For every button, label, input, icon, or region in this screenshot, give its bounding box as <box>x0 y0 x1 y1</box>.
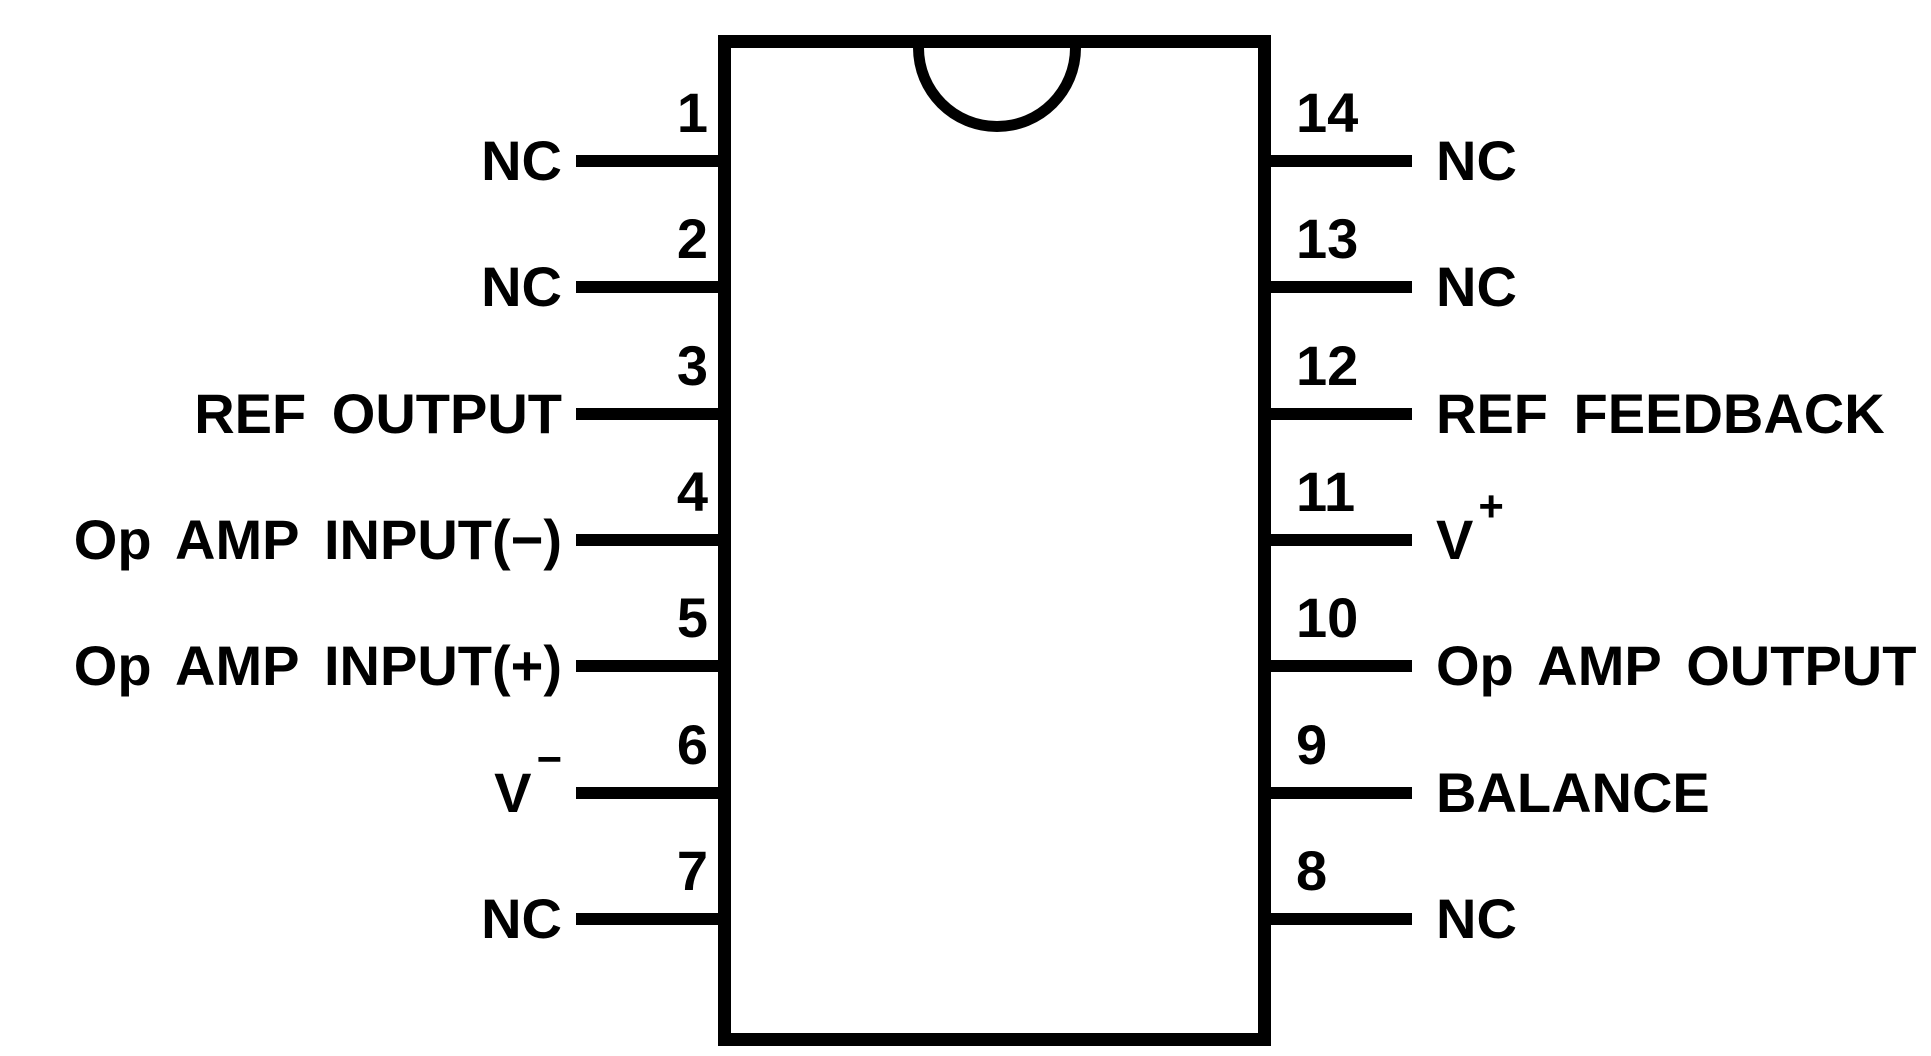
pin-label: Op AMP INPUT(+) <box>0 632 562 700</box>
pin-line <box>1262 913 1412 925</box>
pin-number: 11 <box>1296 460 1356 523</box>
ic-package-body <box>718 35 1271 1046</box>
pin-label-text: V <box>494 761 532 824</box>
pin-label-text: NC <box>481 887 562 950</box>
pin-label-superscript: + <box>1478 482 1504 531</box>
pin-line <box>576 408 724 420</box>
pin-label-superscript: − <box>536 735 562 784</box>
pin-label: NC <box>1436 253 1931 321</box>
pin-number: 5 <box>676 586 708 649</box>
pin-label: NC <box>0 127 562 195</box>
pin-number: 1 <box>676 81 708 144</box>
pin-label-text: Op AMP OUTPUT <box>1436 634 1917 697</box>
pin-label-text: NC <box>481 255 562 318</box>
pin-number: 3 <box>676 334 708 397</box>
pin-number: 6 <box>676 713 708 776</box>
pin-label-text: Op AMP INPUT(−) <box>73 508 562 571</box>
pin-label: NC <box>1436 127 1931 195</box>
pin-label-text: NC <box>1436 255 1517 318</box>
pin-number: 10 <box>1296 586 1359 649</box>
pin-label: V− <box>0 738 562 827</box>
pin-number: 7 <box>676 839 708 902</box>
pin-number: 8 <box>1296 839 1328 902</box>
pin-label-text: NC <box>1436 129 1517 192</box>
pin-label: NC <box>0 885 562 953</box>
pin-label-text: NC <box>1436 887 1517 950</box>
pin-label: REF OUTPUT <box>0 380 562 448</box>
pin-label: NC <box>0 253 562 321</box>
pin-line <box>576 155 724 167</box>
pin-number: 9 <box>1296 713 1328 776</box>
pin-label-text: NC <box>481 129 562 192</box>
pin-number: 2 <box>676 207 708 270</box>
pin-line <box>576 913 724 925</box>
pin-label: Op AMP OUTPUT <box>1436 632 1931 700</box>
pin-label-text: BALANCE <box>1436 761 1710 824</box>
pin-label: REF FEEDBACK <box>1436 380 1931 448</box>
pin-number: 12 <box>1296 334 1359 397</box>
pin-label: NC <box>1436 885 1931 953</box>
pin-line <box>1262 281 1412 293</box>
pin-line <box>576 281 724 293</box>
pin-line <box>1262 408 1412 420</box>
pin-number: 4 <box>676 460 708 523</box>
pin-line <box>1262 534 1412 546</box>
pin-line <box>576 534 724 546</box>
pin-line <box>576 787 724 799</box>
pin-label-text: REF OUTPUT <box>194 382 562 445</box>
pin-label-text: V <box>1436 508 1474 571</box>
pin-number: 13 <box>1296 207 1359 270</box>
pin-label-text: REF FEEDBACK <box>1436 382 1885 445</box>
pin-line <box>576 660 724 672</box>
pin-label: BALANCE <box>1436 759 1931 827</box>
pin-label-text: Op AMP INPUT(+) <box>73 634 562 697</box>
pin-line <box>1262 787 1412 799</box>
pin-line <box>1262 660 1412 672</box>
pin-label: V+ <box>1436 485 1931 574</box>
pin-line <box>1262 155 1412 167</box>
pin-label: Op AMP INPUT(−) <box>0 506 562 574</box>
pin-number: 14 <box>1296 81 1359 144</box>
